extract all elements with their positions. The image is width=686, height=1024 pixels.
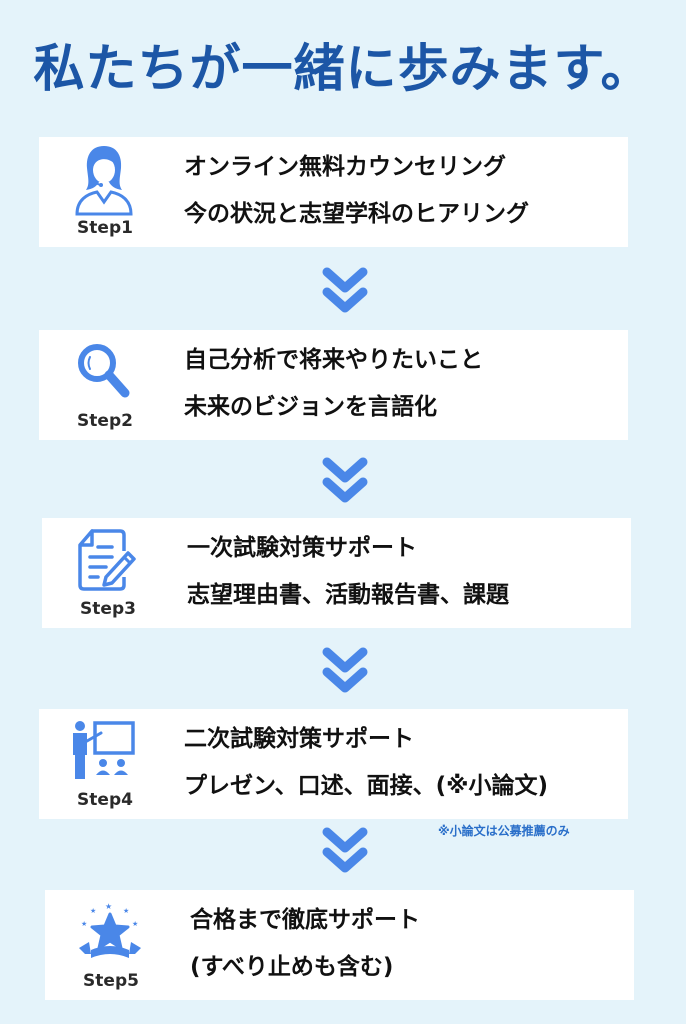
step-description: 未来のビジョンを言語化 [184,394,437,420]
svg-text:★: ★ [123,907,129,915]
step-heading: 二次試験対策サポート [184,726,414,752]
step-heading: 合格まで徹底サポート [190,907,420,933]
step-card-5: ★ ★ ★ ★ ★ Step5 合格まで徹底サポート (すべり止めも含む) [45,890,634,1000]
step-card-4: Step4 二次試験対策サポート プレゼン、口述、面接、(※小論文) [39,709,628,819]
step-card-1: Step1 オンライン無料カウンセリング 今の状況と志望学科のヒアリング [39,137,628,247]
step-heading: 自己分析で将来やりたいこと [184,347,483,373]
svg-text:★: ★ [132,920,138,928]
page-title: 私たちが一緒に歩みます。 [33,40,653,99]
headset-operator-icon [69,141,139,217]
step-heading: 一次試験対策サポート [187,535,417,561]
step-description: (すべり止めも含む) [190,954,394,980]
svg-text:★: ★ [81,920,87,928]
step-card-2: Step2 自己分析で将来やりたいこと 未来のビジョンを言語化 [39,330,628,440]
step-label: Step1 [77,218,133,238]
svg-text:★: ★ [105,902,112,911]
star-ribbon-icon: ★ ★ ★ ★ ★ [75,894,145,970]
double-chevron-down-icon [322,457,368,503]
footnote: ※小論文は公募推薦のみ [438,824,570,838]
step-heading: オンライン無料カウンセリング [184,154,506,180]
double-chevron-down-icon [322,267,368,313]
step-card-3: Step3 一次試験対策サポート 志望理由書、活動報告書、課題 [42,518,631,628]
step-label: Step4 [77,790,133,810]
magnifier-icon [69,334,139,410]
step-description: プレゼン、口述、面接、(※小論文) [184,773,549,799]
document-pen-icon [72,522,142,598]
step-description: 志望理由書、活動報告書、課題 [187,582,509,608]
step-description: 今の状況と志望学科のヒアリング [184,201,529,227]
double-chevron-down-icon [322,647,368,693]
step-label: Step5 [83,971,139,991]
double-chevron-down-icon [322,827,368,873]
presentation-icon [69,713,139,789]
step-label: Step3 [80,599,136,619]
step-label: Step2 [77,411,133,431]
svg-text:★: ★ [90,907,96,915]
